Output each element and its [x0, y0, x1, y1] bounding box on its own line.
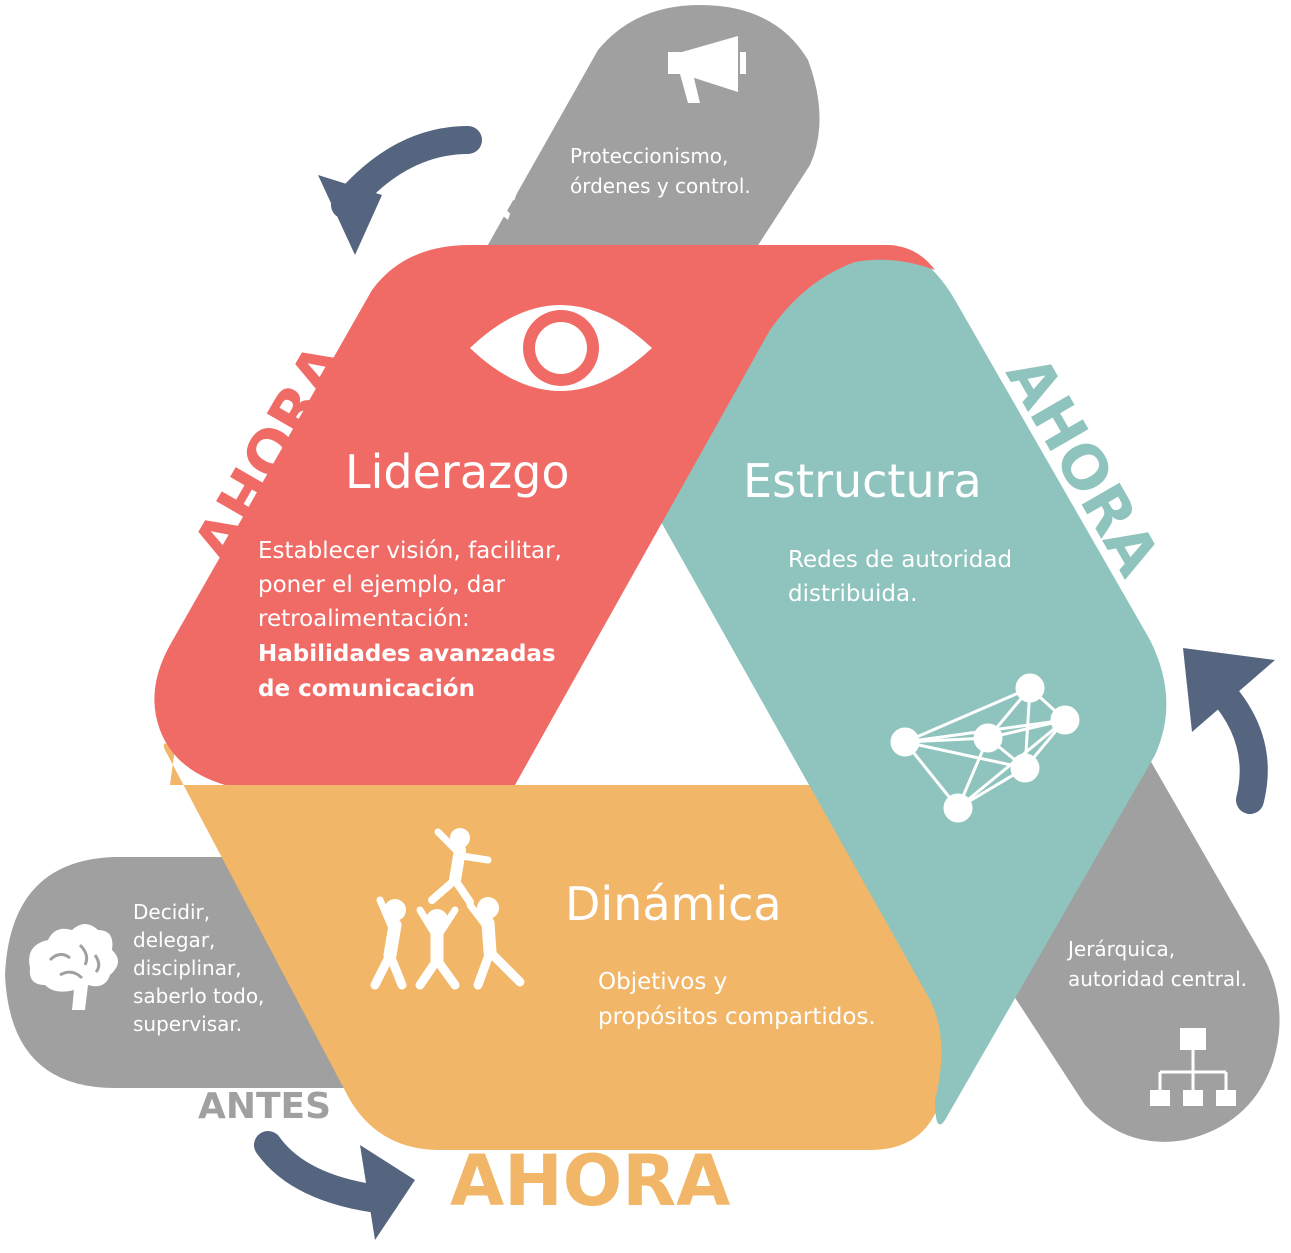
network-icon — [890, 673, 1080, 823]
arrow-bottom — [254, 1131, 415, 1240]
dynamics-title: Dinámica — [565, 877, 782, 931]
structure-text-line: Redes de autoridad — [788, 547, 1012, 573]
before-left-text-line: supervisar. — [133, 1012, 242, 1036]
leadership-title: Liderazgo — [345, 445, 570, 499]
before-left-text-line: disciplinar, — [133, 956, 242, 980]
structure-title: Estructura — [743, 454, 982, 508]
leadership-text-line: Establecer visión, facilitar, — [258, 538, 562, 564]
dynamics-text-line: propósitos compartidos. — [598, 1004, 876, 1030]
hierarchy-icon — [1150, 1028, 1236, 1106]
leadership-band — [154, 245, 935, 785]
arrow-right — [1183, 648, 1275, 814]
before-top-text-line: órdenes y control. — [570, 174, 751, 198]
teamwork-icon — [370, 828, 525, 990]
structure-band — [660, 246, 1167, 1125]
before-left-text-line: delegar, — [133, 928, 215, 952]
brain-icon — [29, 924, 119, 1010]
leadership-bold-line: Habilidades avanzadas — [258, 641, 556, 667]
leadership-text-line: poner el ejemplo, dar — [258, 572, 505, 598]
before-right-text-line: Jerárquica, — [1066, 937, 1175, 961]
before-left-text-line: Decidir, — [133, 900, 210, 924]
leadership-text-line: retroalimentación: — [258, 606, 470, 632]
dynamics-ahora-label: AHORA — [450, 1140, 730, 1222]
dynamics-text-line: Objetivos y — [598, 969, 727, 995]
before-left-text-line: saberlo todo, — [133, 984, 264, 1008]
megaphone-icon — [668, 36, 746, 103]
structure-text-line: distribuida. — [788, 581, 917, 607]
before-left-label: ANTES — [198, 1086, 331, 1127]
leadership-bold-line: de comunicación — [258, 676, 475, 702]
before-top-text-line: Proteccionismo, — [570, 144, 728, 168]
before-right-capsule — [1010, 760, 1280, 1142]
before-right-text-line: autoridad central. — [1068, 967, 1247, 991]
eye-icon — [470, 305, 652, 391]
dynamics-band — [163, 743, 946, 1150]
leadership-description: Establecer visión, facilitar, poner el e… — [258, 538, 562, 702]
arrow-top-left — [318, 126, 482, 255]
